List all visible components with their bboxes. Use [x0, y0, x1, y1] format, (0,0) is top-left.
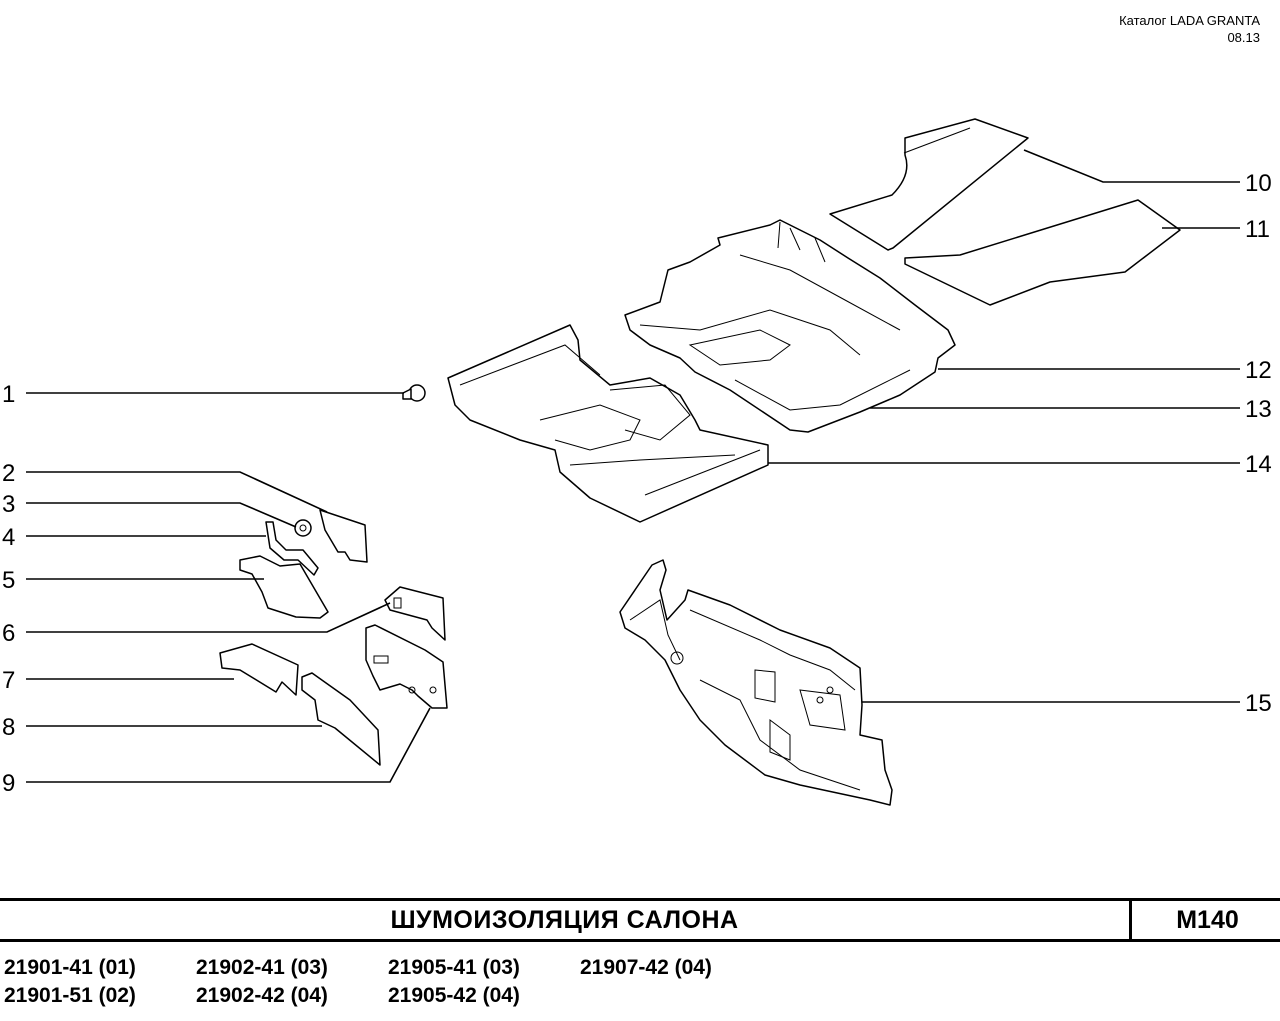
callout-7: 7	[2, 667, 15, 694]
catalog-name: Каталог LADA GRANTA	[1119, 13, 1260, 28]
leader-lines	[26, 149, 1240, 783]
catalog-date: 08.13	[1227, 30, 1260, 45]
part-9-perforated-panel[interactable]	[365, 624, 448, 709]
title-bar: ШУМОИЗОЛЯЦИЯ САЛОНА M140	[0, 898, 1280, 942]
callout-8: 8	[2, 714, 15, 741]
part-15-dash-insulation[interactable]	[619, 559, 893, 806]
callout-10: 10	[1245, 170, 1272, 197]
part-6-side-panel[interactable]	[384, 586, 446, 641]
part-8-floor-pad[interactable]	[301, 672, 381, 766]
callout-15: 15	[1245, 690, 1272, 717]
model-code: 21905-42 (04)	[388, 984, 520, 1007]
catalog-header: Каталог LADA GRANTA 08.13	[1119, 12, 1260, 46]
callout-5: 5	[2, 567, 15, 594]
model-code: 21901-41 (01)	[4, 956, 136, 979]
callout-9: 9	[2, 770, 15, 797]
callout-6: 6	[2, 620, 15, 647]
part-12-13-rear-floor-carpet[interactable]	[624, 219, 956, 433]
page-title: ШУМОИЗОЛЯЦИЯ САЛОНА	[0, 901, 1132, 939]
section-code: M140	[1176, 906, 1239, 934]
exploded-parts-diagram: 1 2 3 4 5 6 7 8 9 10 11 12 13 14 15	[2, 118, 1272, 806]
part-14-front-floor-carpet[interactable]	[447, 324, 769, 523]
part-1-clip[interactable]	[402, 384, 426, 402]
part-2-panel[interactable]	[319, 509, 368, 563]
model-code: 21901-51 (02)	[4, 984, 136, 1007]
callout-2: 2	[2, 460, 15, 487]
callout-numbers: 1 2 3 4 5 6 7 8 9 10 11 12 13 14 15	[2, 170, 1272, 797]
model-code: 21905-41 (03)	[388, 956, 520, 979]
model-list: 21901-41 (01) 21901-51 (02) 21902-41 (03…	[4, 956, 1274, 1016]
callout-12: 12	[1245, 357, 1272, 384]
callout-3: 3	[2, 491, 15, 518]
model-code: 21902-41 (03)	[196, 956, 328, 979]
part-10-rear-mat[interactable]	[829, 118, 1029, 251]
callout-4: 4	[2, 524, 15, 551]
part-3-nut[interactable]	[294, 519, 312, 537]
callout-14: 14	[1245, 451, 1272, 478]
model-code: 21907-42 (04)	[580, 956, 712, 979]
model-code: 21902-42 (04)	[196, 984, 328, 1007]
part-5-tunnel-pad[interactable]	[239, 555, 329, 619]
part-11-rear-mat[interactable]	[904, 199, 1181, 306]
callout-13: 13	[1245, 396, 1272, 423]
callout-1: 1	[2, 381, 15, 408]
part-7-front-pad[interactable]	[219, 643, 299, 696]
callout-11: 11	[1245, 216, 1270, 243]
part-4-bracket[interactable]	[265, 521, 319, 576]
